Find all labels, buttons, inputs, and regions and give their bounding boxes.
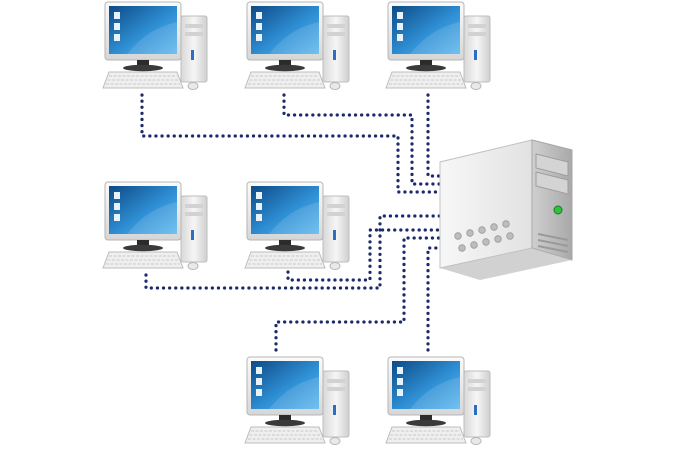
desktop-computer-icon <box>244 356 350 445</box>
link-workstation-1-to-server <box>140 93 446 194</box>
link-workstation-3-to-server <box>426 93 446 178</box>
link-workstation-4-to-server <box>144 214 446 290</box>
nodes-layer <box>102 1 573 445</box>
desktop-computer-icon <box>244 181 350 270</box>
links-layer <box>140 93 446 352</box>
desktop-computer-icon <box>385 356 491 445</box>
link-workstation-5-to-server <box>286 228 446 282</box>
link-workstation-2-to-server <box>282 93 446 186</box>
desktop-computer-icon <box>244 1 350 90</box>
desktop-computer-icon <box>102 1 208 90</box>
link-workstation-6-to-server <box>274 236 446 352</box>
desktop-computer-icon <box>102 181 208 270</box>
server-tower-icon <box>439 139 573 280</box>
desktop-computer-icon <box>385 1 491 90</box>
